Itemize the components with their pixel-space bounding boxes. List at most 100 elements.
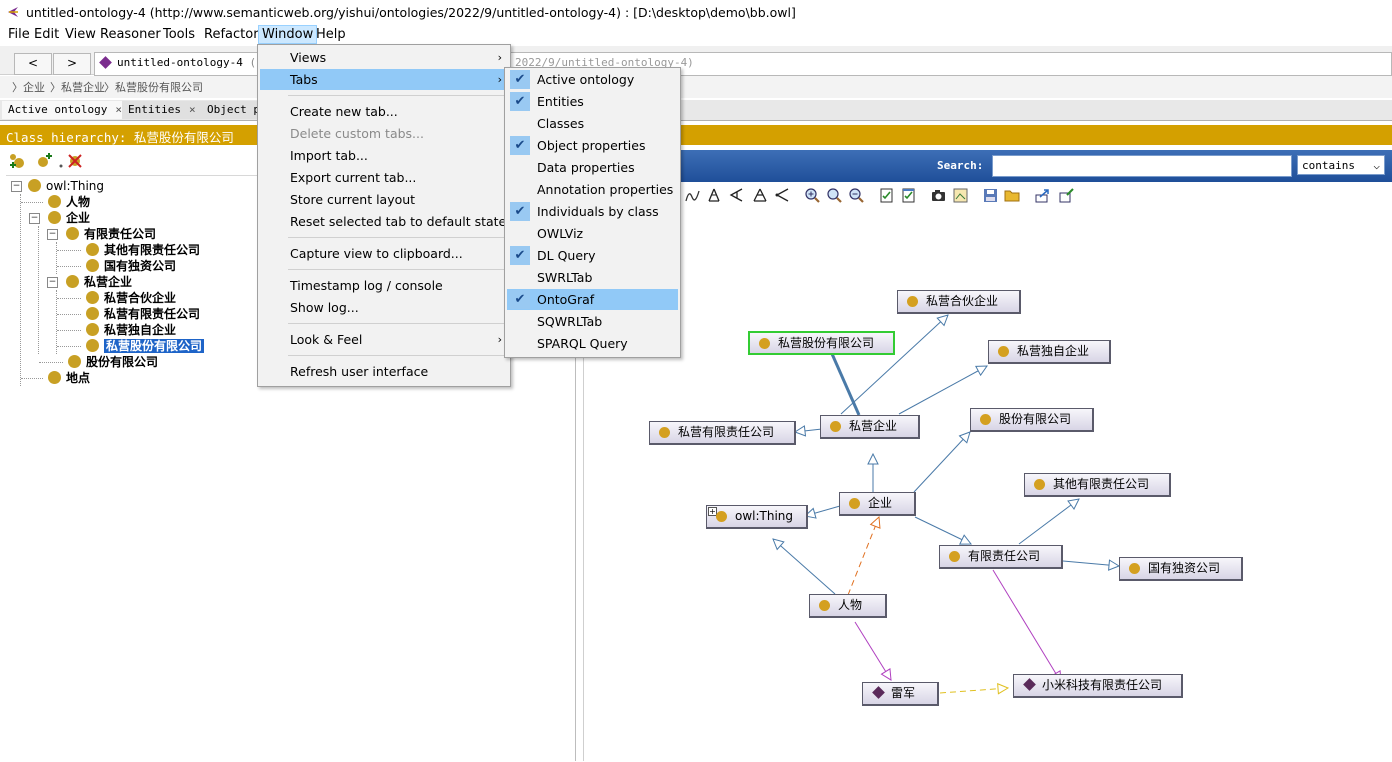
- zoom-in-icon[interactable]: [804, 187, 821, 204]
- radial-layout-icon[interactable]: [752, 187, 769, 204]
- search-mode-select[interactable]: contains⌵: [1297, 155, 1385, 175]
- camera-icon[interactable]: [930, 187, 947, 204]
- collapse-toggle[interactable]: −: [47, 229, 58, 240]
- submenu-tab-owlviz[interactable]: OWLViz: [537, 226, 584, 241]
- forward-button[interactable]: >: [53, 53, 91, 75]
- pin-icon[interactable]: [1058, 187, 1075, 204]
- menu-tools[interactable]: Tools: [163, 27, 196, 42]
- menu-window[interactable]: Window: [258, 25, 318, 44]
- submenu-tab-active-ontology[interactable]: ✔Active ontology: [507, 69, 678, 90]
- graph-node-qita[interactable]: 其他有限责任公司: [1024, 473, 1171, 497]
- tree-node-duzi[interactable]: 私营独自企业: [86, 322, 176, 338]
- submenu-tab-swrltab[interactable]: SWRLTab: [537, 270, 593, 285]
- tree-layout-vertical-icon[interactable]: [706, 187, 723, 204]
- menu-item-import-tab[interactable]: Import tab...: [290, 148, 368, 163]
- add-subclass-icon[interactable]: [8, 152, 26, 170]
- close-tab-icon[interactable]: ×: [115, 103, 122, 116]
- menu-item-timestamp-log[interactable]: Timestamp log / console: [290, 278, 443, 293]
- class-icon: [86, 323, 99, 336]
- collapse-toggle[interactable]: −: [11, 181, 22, 192]
- tree-node-gufen[interactable]: 股份有限公司: [68, 354, 158, 370]
- tree-node-hehuo[interactable]: 私营合伙企业: [86, 290, 176, 306]
- add-sibling-icon[interactable]: [34, 152, 52, 170]
- zoom-reset-icon[interactable]: [826, 187, 843, 204]
- tree-node-qiye[interactable]: 企业: [48, 210, 90, 226]
- save-icon[interactable]: [982, 187, 999, 204]
- submenu-tab-individuals[interactable]: ✔Individuals by class: [507, 201, 678, 222]
- graph-node-qiye[interactable]: 企业: [839, 492, 916, 516]
- export-icon[interactable]: [1034, 187, 1051, 204]
- tree-node-didian[interactable]: 地点: [48, 370, 90, 386]
- submenu-tab-classes[interactable]: Classes: [537, 116, 585, 131]
- tree-node-qita[interactable]: 其他有限责任公司: [86, 242, 200, 258]
- tab-active-ontology[interactable]: Active ontology×: [2, 101, 129, 119]
- breadcrumb-item[interactable]: 〉私营企业: [50, 81, 105, 94]
- menu-refactor[interactable]: Refactor: [204, 27, 259, 42]
- class-icon: [86, 339, 99, 352]
- search-input[interactable]: [992, 155, 1292, 177]
- tree-node-sygf-selected[interactable]: 私营股份有限公司: [86, 338, 205, 354]
- filter-arcs-icon[interactable]: [900, 187, 917, 204]
- window-title: untitled-ontology-4 (http://www.semantic…: [26, 5, 796, 20]
- open-folder-icon[interactable]: [1004, 187, 1021, 204]
- menu-edit[interactable]: Edit: [34, 27, 60, 42]
- back-button[interactable]: <: [14, 53, 52, 75]
- zoom-out-icon[interactable]: [848, 187, 865, 204]
- menu-view[interactable]: View: [65, 27, 96, 42]
- breadcrumb-item[interactable]: 〉私营股份有限公司: [104, 81, 203, 94]
- menu-item-export-current-tab[interactable]: Export current tab...: [290, 170, 417, 185]
- tree-node-owl-thing[interactable]: owl:Thing: [28, 178, 104, 194]
- menu-reasoner[interactable]: Reasoner: [100, 27, 161, 42]
- filter-nodes-icon[interactable]: [878, 187, 895, 204]
- menu-file[interactable]: File: [8, 27, 30, 42]
- graph-node-duzi[interactable]: 私营独自企业: [988, 340, 1111, 364]
- tree-node-syyx[interactable]: 私营有限责任公司: [86, 306, 200, 322]
- submenu-tab-sparql-query[interactable]: SPARQL Query: [537, 336, 628, 351]
- menu-item-tabs[interactable]: Tabs›: [260, 69, 508, 90]
- menu-item-store-layout[interactable]: Store current layout: [290, 192, 416, 207]
- tree-node-guoyou[interactable]: 国有独资公司: [86, 258, 176, 274]
- submenu-tab-dl-query[interactable]: ✔DL Query: [507, 245, 678, 266]
- graph-node-renwu[interactable]: 人物: [809, 594, 887, 618]
- delete-class-icon[interactable]: [66, 152, 84, 170]
- expand-node-icon[interactable]: +: [708, 507, 717, 516]
- menu-item-look-and-feel[interactable]: Look & Feel›: [260, 329, 508, 350]
- tree-node-youxian[interactable]: 有限责任公司: [66, 226, 156, 242]
- menu-item-show-log[interactable]: Show log...: [290, 300, 359, 315]
- menu-item-create-new-tab[interactable]: Create new tab...: [290, 104, 398, 119]
- tree-node-siying[interactable]: 私营企业: [66, 274, 132, 290]
- graph-node-youxian[interactable]: 有限责任公司: [939, 545, 1063, 569]
- submenu-tab-ontograf[interactable]: ✔OntoGraf: [507, 289, 678, 310]
- graph-node-owl-thing[interactable]: +owl:Thing: [706, 505, 808, 529]
- submenu-tab-data-properties[interactable]: Data properties: [537, 160, 635, 175]
- tab-entities[interactable]: Entities×: [122, 101, 203, 119]
- graph-node-hehuo[interactable]: 私营合伙企业: [897, 290, 1021, 314]
- graph-node-gufen[interactable]: 股份有限公司: [970, 408, 1094, 432]
- close-tab-icon[interactable]: ×: [188, 103, 196, 116]
- submenu-tab-annotation-properties[interactable]: Annotation properties: [537, 182, 674, 197]
- graph-node-syyx[interactable]: 私营有限责任公司: [649, 421, 796, 445]
- tab-object-properties[interactable]: Object pr: [201, 101, 274, 119]
- menu-item-reset-tab[interactable]: Reset selected tab to default state: [290, 214, 507, 229]
- menu-help[interactable]: Help: [316, 27, 346, 42]
- horizontal-tree-icon[interactable]: [774, 187, 791, 204]
- breadcrumb-item[interactable]: 〉企业: [12, 81, 45, 94]
- menu-item-capture-view[interactable]: Capture view to clipboard...: [290, 246, 463, 261]
- collapse-toggle[interactable]: −: [47, 277, 58, 288]
- export-image-icon[interactable]: [952, 187, 969, 204]
- menu-item-refresh-ui[interactable]: Refresh user interface: [290, 364, 429, 379]
- submenu-tab-entities[interactable]: ✔Entities: [507, 91, 678, 112]
- submenu-tab-object-properties[interactable]: ✔Object properties: [507, 135, 678, 156]
- tree-node-renwu[interactable]: 人物: [48, 194, 90, 210]
- graph-node-siying[interactable]: 私营企业: [820, 415, 920, 439]
- menu-item-views[interactable]: Views›: [260, 47, 508, 68]
- graph-node-guoyou[interactable]: 国有独资公司: [1119, 557, 1243, 581]
- graph-node-xiaomi[interactable]: 小米科技有限责任公司: [1013, 674, 1183, 698]
- graph-node-leijun[interactable]: 雷军: [862, 682, 939, 706]
- spring-layout-icon[interactable]: [684, 187, 701, 204]
- submenu-tab-sqwrltab[interactable]: SQWRLTab: [537, 314, 603, 329]
- tree-layout-horizontal-icon[interactable]: [728, 187, 745, 204]
- collapse-toggle[interactable]: −: [29, 213, 40, 224]
- graph-node-sygf[interactable]: 私营股份有限公司: [748, 331, 895, 355]
- ontograf-canvas[interactable]: 私营合伙企业 私营股份有限公司 私营独自企业 私营有限责任公司 私营企业 股份有…: [583, 210, 1392, 761]
